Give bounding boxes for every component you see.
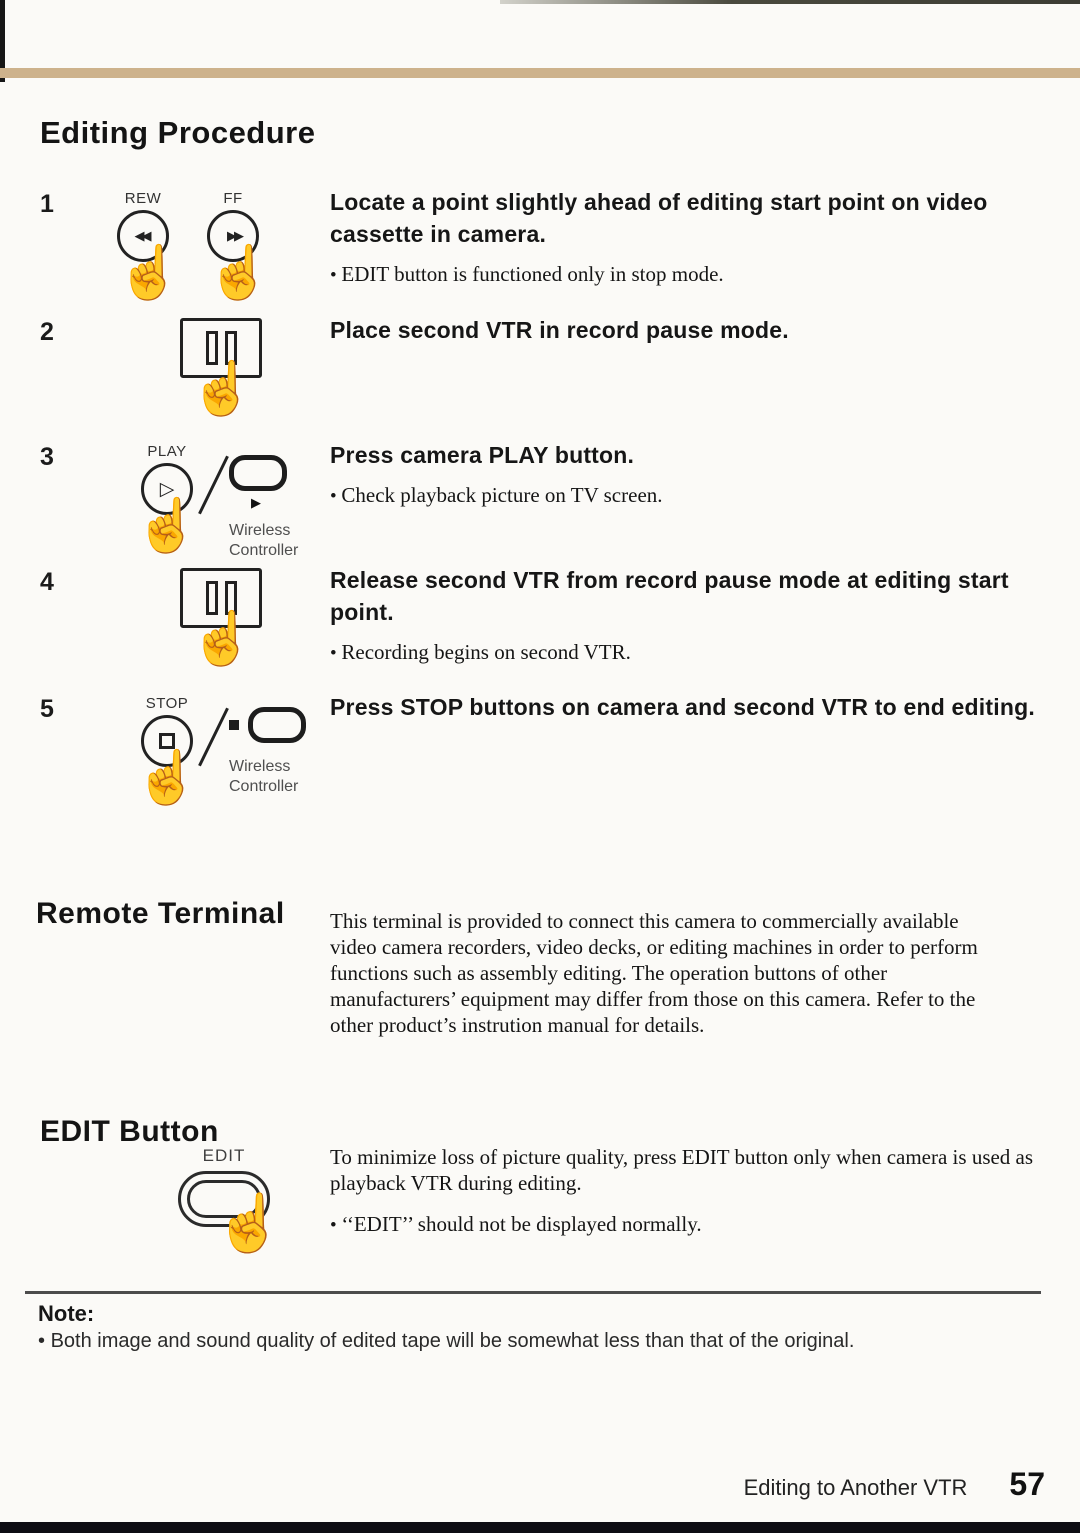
step-bullet: Recording begins on second VTR. (330, 640, 1036, 665)
pointing-hand-icon: ☝ (214, 1191, 284, 1254)
pause-button-icon: ☝ (178, 568, 264, 668)
step-3-text: Press camera PLAY button. Check playback… (330, 439, 1036, 508)
step-bullet: Check playback picture on TV screen. (330, 483, 1036, 508)
rewind-arrows-icon: ◀◀ (134, 228, 152, 243)
or-slash-divider (198, 707, 229, 767)
step-heading: Locate a point slightly ahead of editing… (330, 189, 988, 247)
pause-bar-icon (205, 331, 218, 365)
step-4-icons: ☝ (178, 568, 398, 668)
step-4-text: Release second VTR from record pause mod… (330, 564, 1036, 665)
pointing-hand-icon: ☝ (206, 244, 272, 302)
pause-bar-icon (224, 581, 237, 615)
wireless-controller-label: Wireless Controller (229, 522, 299, 559)
scan-top-edge-line (500, 0, 1080, 4)
step-number: 3 (40, 443, 54, 471)
note-label: Note: (38, 1301, 95, 1326)
edit-button-icon: EDIT ☝ (178, 1146, 308, 1254)
edit-button-text: To minimize loss of picture quality, pre… (330, 1144, 1040, 1237)
wireless-controller-icon: Wireless Controller (229, 707, 324, 797)
remote-terminal-body: This terminal is provided to connect thi… (330, 909, 978, 1037)
stop-circle-icon (141, 715, 193, 767)
scan-edge-artifact (0, 0, 5, 82)
header-divider-bar (0, 68, 1080, 78)
stop-label: STOP (145, 695, 189, 712)
rew-button-icon: REW ◀◀ ☝ (108, 190, 182, 299)
remote-play-triangle-icon: ▶ (251, 495, 261, 510)
edit-button-bullet: ‘‘EDIT’’ should not be displayed normall… (330, 1212, 1040, 1237)
remote-stop-square-icon (229, 720, 239, 730)
step-heading: Place second VTR in record pause mode. (330, 317, 789, 343)
note-bullet: Both image and sound quality of edited t… (38, 1330, 855, 1353)
step-heading: Press camera PLAY button. (330, 442, 635, 468)
play-label: PLAY (147, 443, 187, 460)
ff-circle-icon: ▶▶ (207, 210, 259, 262)
remote-with-stop-icon (229, 707, 324, 743)
step-2-text: Place second VTR in record pause mode. (330, 314, 1036, 346)
step-number: 1 (40, 190, 54, 218)
stop-square-icon (159, 733, 175, 749)
remote-terminal-title: Remote Terminal (36, 896, 285, 930)
step-bullet: EDIT button is functioned only in stop m… (330, 262, 1036, 287)
edit-pill-icon (178, 1171, 270, 1227)
edit-button-body: To minimize loss of picture quality, pre… (330, 1145, 1034, 1195)
play-triangle-icon: ▷ (159, 478, 175, 500)
remote-body-icon (229, 455, 287, 491)
step-1-icons: REW ◀◀ ☝ FF ▶▶ ☝ (108, 190, 328, 299)
page-footer: Editing to Another VTR 57 (0, 1466, 1045, 1503)
wireless-controller-label: Wireless Controller (229, 758, 299, 795)
step-5-text: Press STOP buttons on camera and second … (330, 691, 1036, 723)
pointing-hand-icon: ☝ (116, 244, 182, 302)
pause-button-icon: ☝ (178, 318, 264, 418)
rew-circle-icon: ◀◀ (117, 210, 169, 262)
play-circle-icon: ▷ (141, 463, 193, 515)
or-slash-divider (198, 455, 229, 515)
edit-button-title: EDIT Button (40, 1114, 219, 1148)
remote-body-icon (248, 707, 306, 743)
rew-label: REW (124, 190, 162, 207)
step-5-icons: STOP ☝ Wireless Controller (132, 695, 352, 807)
pause-bar-icon (205, 581, 218, 615)
note-divider-rule (25, 1291, 1041, 1294)
step-3-icons: PLAY ▷ ☝ ▶ Wireless Controller (132, 443, 352, 561)
scan-bottom-edge (0, 1522, 1080, 1533)
step-heading: Press STOP buttons on camera and second … (330, 694, 1035, 720)
step-1-text: Locate a point slightly ahead of editing… (330, 186, 1036, 287)
pointing-hand-icon: ☝ (134, 749, 200, 807)
record-pause-button-icon (180, 568, 262, 628)
step-number: 4 (40, 568, 54, 596)
pause-bar-icon (224, 331, 237, 365)
step-number: 5 (40, 695, 54, 723)
pointing-hand-icon: ☝ (134, 497, 200, 555)
edit-pill-inner-icon (187, 1180, 261, 1218)
footer-section-title: Editing to Another VTR (743, 1475, 968, 1500)
step-number: 2 (40, 318, 54, 346)
ff-button-icon: FF ▶▶ ☝ (198, 190, 272, 299)
page-title: Editing Procedure (40, 114, 316, 150)
wireless-controller-icon: ▶ Wireless Controller (229, 455, 324, 561)
stop-button-icon: STOP ☝ (132, 695, 202, 807)
record-pause-button-icon (180, 318, 262, 378)
pointing-hand-icon: ☝ (189, 610, 255, 668)
play-button-icon: PLAY ▷ ☝ (132, 443, 202, 555)
edit-label: EDIT (202, 1146, 246, 1165)
fast-forward-arrows-icon: ▶▶ (227, 228, 244, 243)
step-2-icons: ☝ (178, 318, 398, 418)
pointing-hand-icon: ☝ (189, 360, 255, 418)
step-heading: Release second VTR from record pause mod… (330, 567, 1009, 625)
footer-page-number: 57 (1009, 1466, 1045, 1502)
ff-label: FF (223, 190, 243, 207)
